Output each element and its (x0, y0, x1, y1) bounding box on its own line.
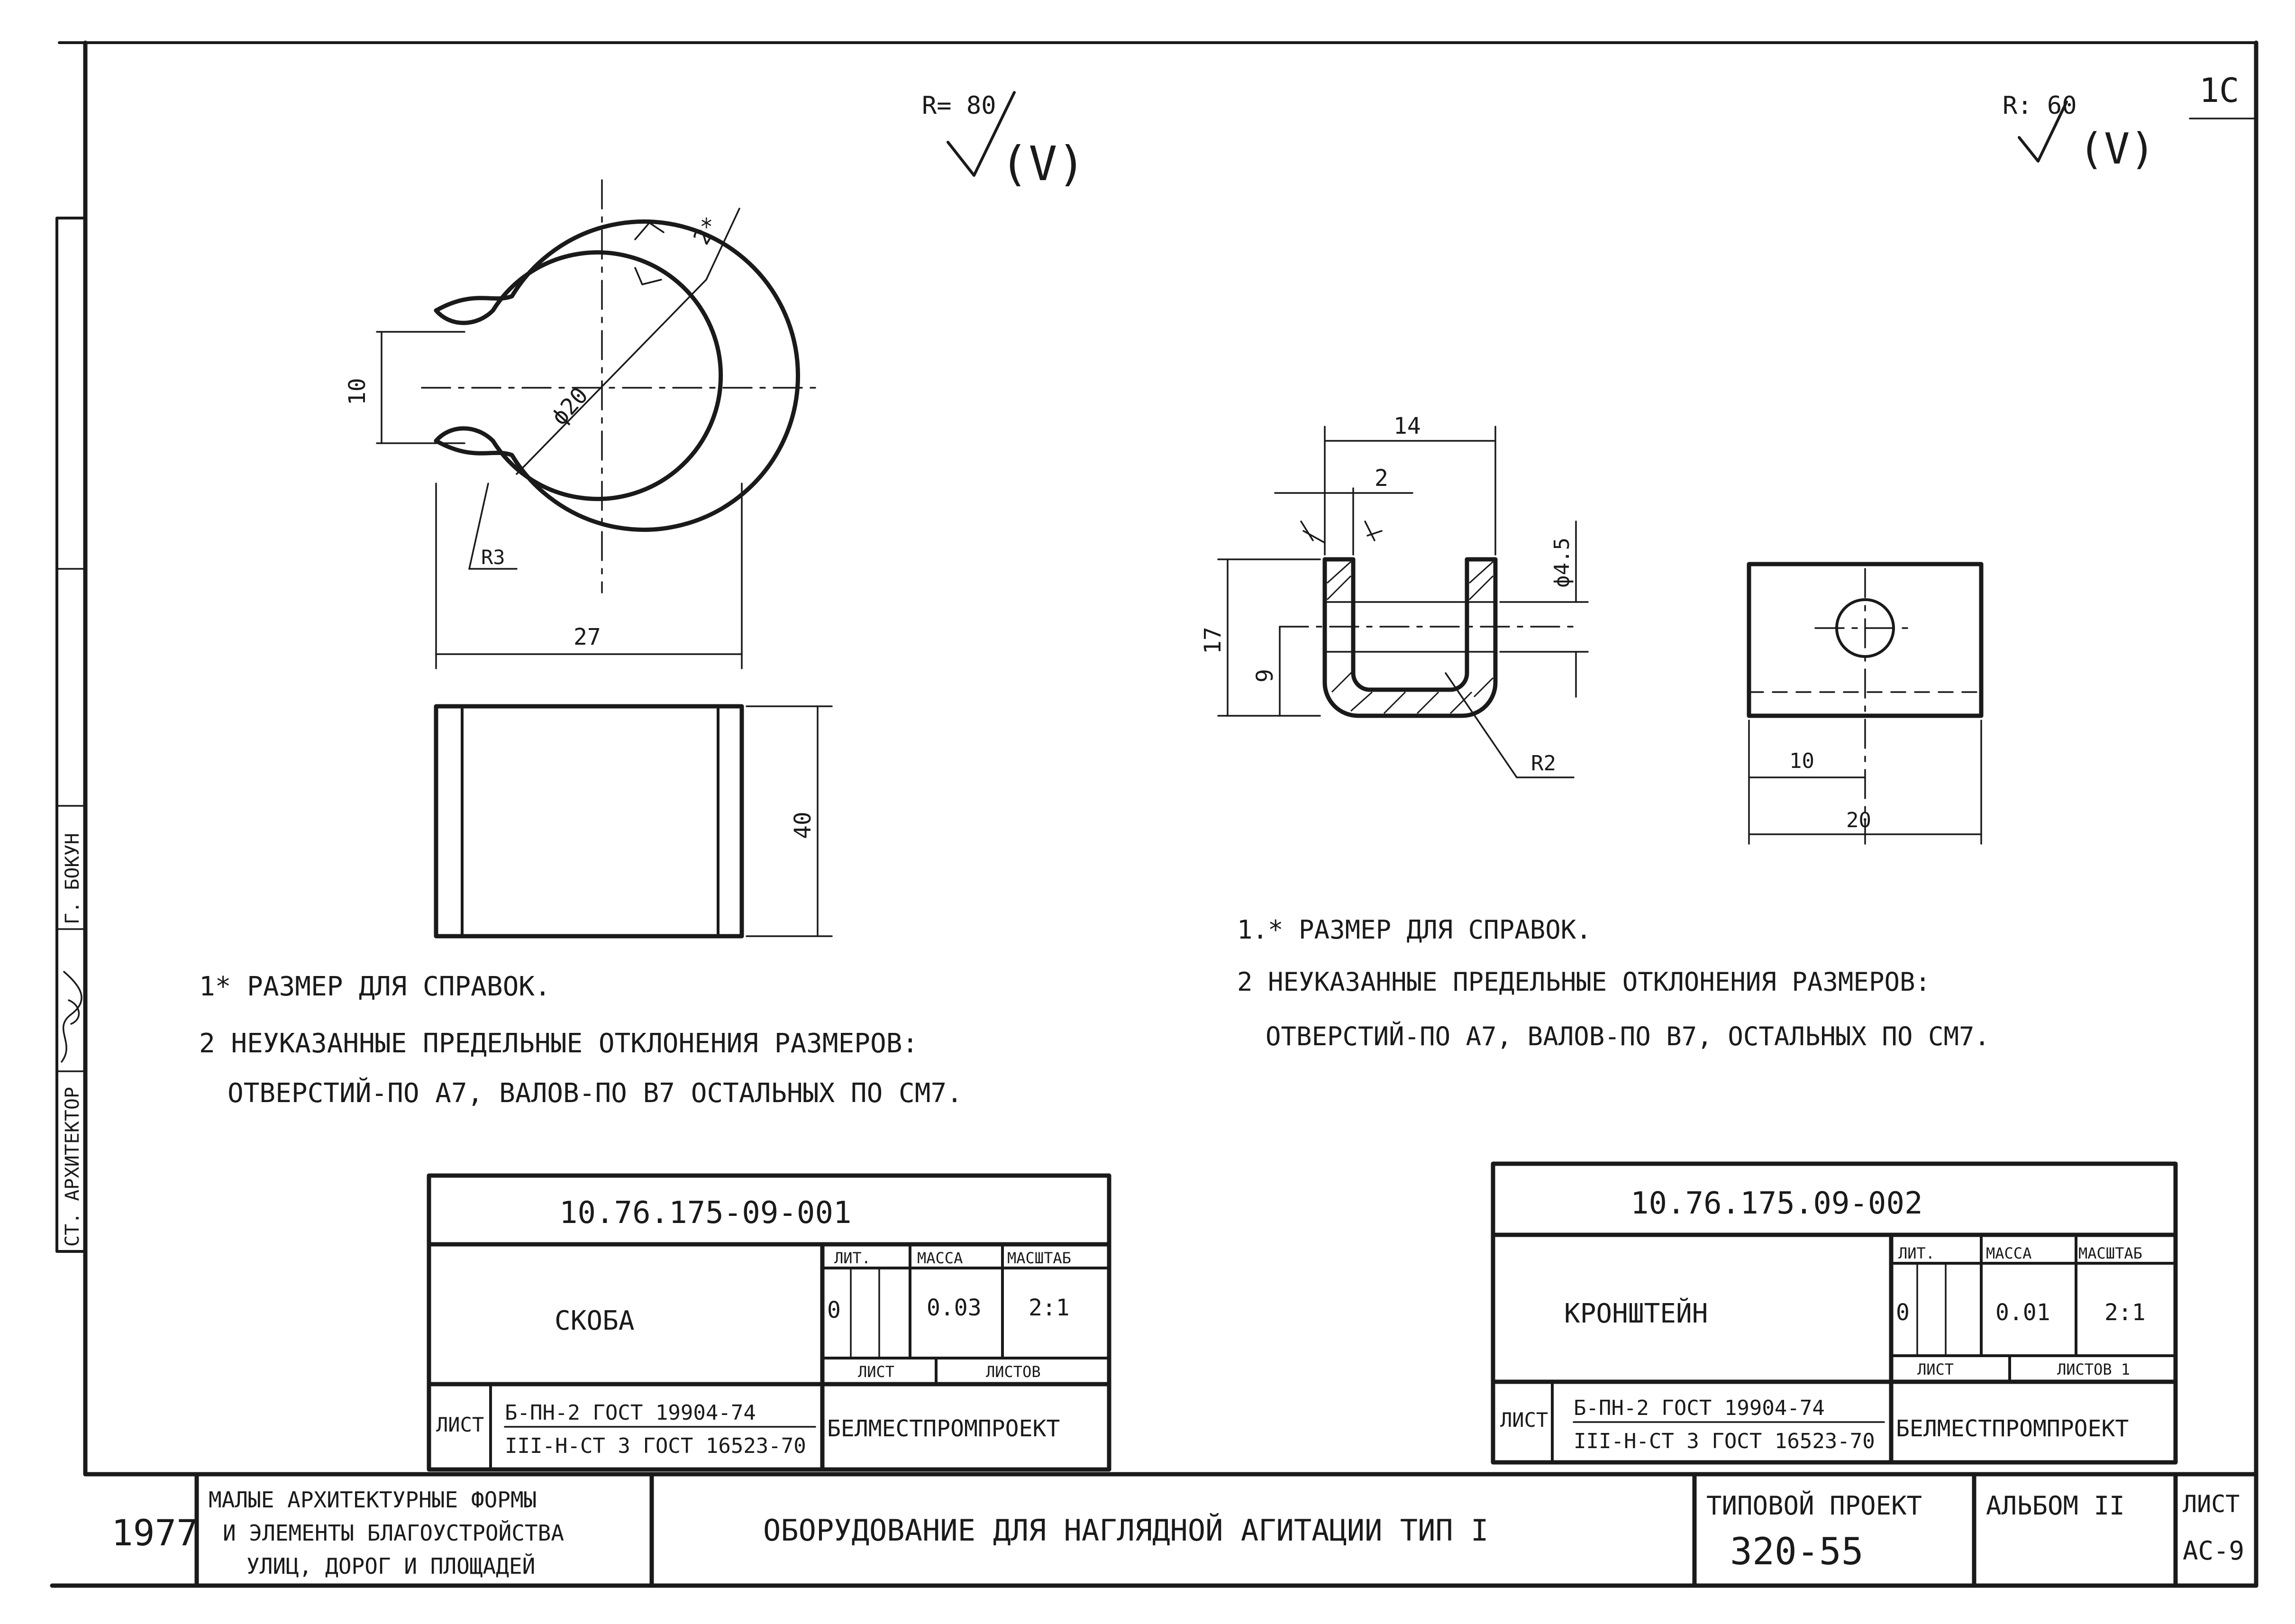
part2-title-block: 10.76.175.09-002 КРОНШТЕЙН ЛИТ. МАССА МА… (1491, 1161, 2178, 1465)
dim-height: 17 (1200, 627, 1226, 654)
part2-note-1: 1.* РАЗМЕР ДЛЯ СПРАВОК. (1237, 915, 1592, 945)
footer-sheet-label: ЛИСТ (2183, 1490, 2240, 1518)
part1-clip-side-view: 40 (434, 704, 833, 939)
part2-notes: 1.* РАЗМЕР ДЛЯ СПРАВОК. 2 НЕУКАЗАННЫЕ ПР… (1237, 915, 1990, 1051)
dim-plate-width: 20 (1846, 808, 1871, 832)
part1-material-bottom: III-Н-СТ 3 ГОСТ 16523-70 (505, 1434, 806, 1458)
part1-code: 10.76.175-09-001 (559, 1195, 852, 1231)
part2-code: 10.76.175.09-002 (1630, 1186, 1923, 1221)
part2-bracket-plan-view: 10 20 (1747, 562, 1984, 845)
part1-org: БЕЛМЕСТПРОМПРОЕКТ (827, 1415, 1060, 1442)
dim-plate-half: 10 (1789, 749, 1814, 773)
part2-material-bottom: III-Н-СТ 3 ГОСТ 16523-70 (1574, 1429, 1875, 1453)
main-title-stamp: 1977 МАЛЫЕ АРХИТЕКТУРНЫЕ ФОРМЫ И ЭЛЕМЕНТ… (83, 1472, 2259, 1588)
svg-text:2:1: 2:1 (1029, 1295, 1070, 1321)
dim-bracket-width: 14 (1393, 413, 1421, 439)
part2-dimensions: 14 2 ϕ4.5 17 9 R2 (1200, 413, 1589, 778)
dim-gap: 10 (344, 378, 371, 405)
stamp-role: СТ. АРХИТЕКТОР (62, 1087, 83, 1247)
svg-text:(V): (V) (2078, 124, 2156, 174)
svg-text:МАСШТАБ: МАСШТАБ (2078, 1244, 2142, 1262)
svg-text:R= 80: R= 80 (922, 91, 996, 120)
svg-text:МАСШТАБ: МАСШТАБ (1007, 1249, 1071, 1267)
dim-hole: ϕ4.5 (1550, 538, 1574, 588)
part1-notes: 1* РАЗМЕР ДЛЯ СПРАВОК. 2 НЕУКАЗАННЫЕ ПРЕ… (199, 971, 963, 1109)
footer-sheet-number: АС-9 (2183, 1536, 2244, 1566)
album-label: АЛЬБОМ II (1986, 1491, 2125, 1521)
svg-text:2:1: 2:1 (2104, 1299, 2146, 1326)
part2-material-top: Б-ПН-2 ГОСТ 19904-74 (1574, 1396, 1825, 1420)
svg-text:МАССА: МАССА (917, 1249, 963, 1267)
part1-title-block: 10.76.175-09-001 СКОБА ЛИТ. МАССА МАСШТА… (427, 1173, 1111, 1472)
part2-note-3: ОТВЕРСТИЙ-ПО А7, ВАЛОВ-ПО В7, ОСТАЛЬНЫХ … (1266, 1022, 1990, 1051)
part2-org: БЕЛМЕСТПРОМПРОЕКТ (1896, 1415, 2129, 1442)
svg-text:МАССА: МАССА (1986, 1244, 2031, 1262)
svg-text:(V): (V) (1000, 136, 1086, 192)
part1-dimensions: 10 ϕ20 2* 27 R3 (344, 212, 743, 669)
footer-series-3: УЛИЦ, ДОРОГ И ПЛОЩАДЕЙ (246, 1553, 535, 1579)
part1-material-top: Б-ПН-2 ГОСТ 19904-74 (505, 1401, 756, 1425)
svg-text:ЛИСТ: ЛИСТ (1500, 1408, 1548, 1432)
dim-width: 27 (574, 624, 601, 650)
svg-text:0: 0 (827, 1297, 841, 1323)
footer-series-1: МАЛЫЕ АРХИТЕКТУРНЫЕ ФОРМЫ (209, 1487, 537, 1513)
signature-mark (61, 971, 82, 1063)
svg-text:ЛИСТ: ЛИСТ (858, 1363, 894, 1381)
roughness-symbol-right: R: 60 (V) (2003, 91, 2156, 174)
part2-bracket-section (1279, 557, 1579, 718)
stamp-name: Г. БОКУН (62, 833, 83, 924)
project-number: 320-55 (1730, 1531, 1864, 1573)
dim-hole-position: 9 (1252, 669, 1278, 683)
dim-wall: 2 (1375, 465, 1388, 492)
svg-text:ЛИТ.: ЛИТ. (834, 1249, 871, 1267)
part2-note-2: 2 НЕУКАЗАННЫЕ ПРЕДЕЛЬНЫЕ ОТКЛОНЕНИЯ РАЗМ… (1237, 967, 1931, 997)
part1-clip-front-view (421, 179, 816, 593)
svg-text:0.01: 0.01 (1995, 1299, 2050, 1326)
dim-length: 40 (790, 812, 816, 839)
footer-year: 1977 (111, 1512, 198, 1554)
project-label: ТИПОВОЙ ПРОЕКТ (1706, 1491, 1922, 1521)
dim-thickness: 2* (688, 212, 725, 249)
part1-note-1: 1* РАЗМЕР ДЛЯ СПРАВОК. (199, 971, 551, 1002)
dim-bend-radius: R2 (1531, 751, 1556, 776)
svg-text:ЛИСТОВ: ЛИСТОВ (986, 1363, 1041, 1381)
corner-mark: 1C (2199, 71, 2239, 110)
roughness-symbol-left: R= 80 (V) (922, 91, 1086, 192)
svg-text:ЛИСТОВ 1: ЛИСТОВ 1 (2057, 1360, 2130, 1378)
part2-name: КРОНШТЕЙН (1564, 1298, 1708, 1329)
svg-text:ЛИСТ: ЛИСТ (436, 1413, 484, 1436)
svg-text:ЛИТ.: ЛИТ. (1898, 1244, 1935, 1262)
sheet-frame (50, 40, 2259, 1588)
svg-text:ЛИСТ: ЛИСТ (1917, 1360, 1954, 1378)
side-stamp: СТ. АРХИТЕКТОР Г. БОКУН (55, 217, 87, 1253)
svg-text:0: 0 (1896, 1299, 1910, 1326)
dim-diameter: ϕ20 (546, 382, 593, 430)
footer-title: ОБОРУДОВАНИЕ ДЛЯ НАГЛЯДНОЙ АГИТАЦИИ ТИП … (763, 1513, 1488, 1548)
svg-text:0.03: 0.03 (927, 1295, 982, 1321)
footer-series-2: И ЭЛЕМЕНТЫ БЛАГОУСТРОЙСТВА (223, 1520, 564, 1546)
dim-radius: R3 (481, 546, 505, 569)
part1-note-3: ОТВЕРСТИЙ-ПО А7, ВАЛОВ-ПО В7 ОСТАЛЬНЫХ П… (228, 1077, 963, 1109)
part1-note-2: 2 НЕУКАЗАННЫЕ ПРЕДЕЛЬНЫЕ ОТКЛОНЕНИЯ РАЗМ… (199, 1028, 918, 1059)
part1-name: СКОБА (555, 1305, 635, 1336)
